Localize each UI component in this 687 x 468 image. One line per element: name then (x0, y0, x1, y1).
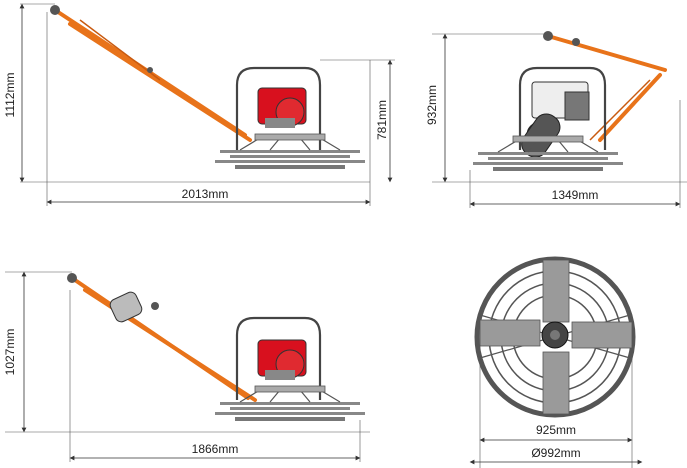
ring-diameter-label: Ø992mm (531, 446, 580, 460)
overall-height-label: 1112mm (3, 73, 17, 118)
blade-bottom (542, 351, 570, 415)
side-view-folded: 1027mm 1866mm (3, 271, 370, 462)
rear-view: 932mm 1349mm (425, 31, 687, 208)
folded-guard-frame (235, 316, 322, 400)
blade-right (571, 321, 633, 349)
blade-left (479, 319, 541, 347)
blade-top (542, 259, 570, 323)
grip-icon (50, 5, 60, 15)
side-view-extended: 1112mm 2013mm 781mm (3, 3, 395, 206)
guard-ring (474, 256, 636, 418)
overall-length-label: 2013mm (182, 187, 229, 201)
guard-frame (235, 66, 322, 150)
folded-length-label: 1866mm (192, 442, 239, 456)
blade-span-label: 925mm (536, 423, 576, 437)
rear-width-label: 1349mm (552, 188, 599, 202)
rear-height-label: 932mm (425, 85, 439, 125)
folded-height-label: 1027mm (3, 329, 17, 376)
rear-handle-bar (546, 34, 667, 72)
guard-height-label: 781mm (375, 100, 389, 140)
top-view: 925mm Ø992mm (469, 256, 643, 468)
rear-guard-frame (518, 66, 607, 150)
